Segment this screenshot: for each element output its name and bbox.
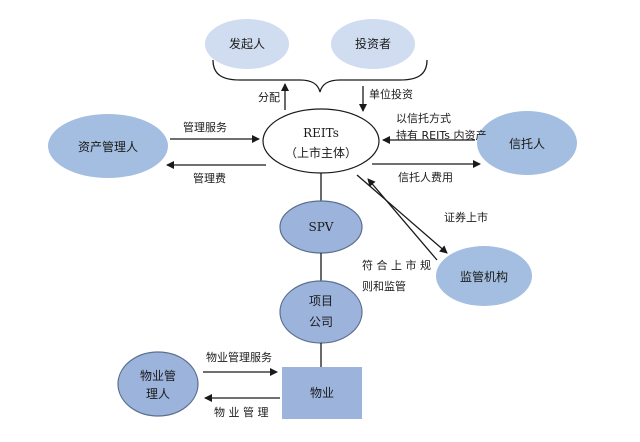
trustee-fee-label: 信托人费用 — [398, 170, 453, 184]
asset-manager-label: 资产管理人 — [78, 139, 138, 154]
regulator-node — [436, 246, 532, 306]
project-company-node — [279, 280, 363, 344]
top-brace — [212, 59, 428, 93]
listing-arrow — [356, 174, 448, 254]
project-company-label-line2: 公司 — [309, 315, 333, 329]
property-node — [282, 367, 362, 419]
trust-method-label: 以信托方式 — [396, 111, 451, 125]
compliance-arrow — [367, 178, 438, 261]
reits-label-line1: REITs — [303, 126, 339, 140]
reits-node — [262, 108, 380, 174]
property-service-label: 物业管理服务 — [206, 350, 272, 364]
management-fee-label: 管理费 — [193, 171, 226, 185]
property-manager-node — [117, 351, 199, 417]
unit-investment-label: 单位投资 — [369, 87, 413, 101]
property-management-label: 物 业 管 理 — [214, 405, 269, 419]
compliance-label-line2: 则和监管 — [362, 279, 406, 293]
trust-holding-label: 持有 REITs 内资产 — [396, 128, 486, 142]
reits-label-line2: （上市主体） — [285, 145, 357, 160]
asset-manager-node — [48, 114, 168, 178]
management-service-label: 管理服务 — [183, 120, 227, 134]
compliance-label-line1: 符 合 上 市 规 — [362, 258, 431, 272]
investor-node — [331, 19, 415, 69]
trustee-node — [477, 111, 577, 175]
project-company-label-line1: 项目 — [309, 294, 333, 308]
investor-label: 投资者 — [355, 36, 391, 51]
sponsor-node — [205, 19, 289, 69]
spv-label: SPV — [309, 220, 334, 234]
sponsor-label: 发起人 — [229, 36, 265, 51]
listing-label: 证券上市 — [444, 210, 488, 224]
property-label: 物业 — [310, 386, 334, 400]
property-manager-label-line2: 理人 — [146, 387, 170, 401]
regulator-label: 监管机构 — [460, 269, 508, 284]
distribution-label: 分配 — [258, 91, 280, 104]
property-manager-label-line1: 物业管 — [140, 368, 176, 383]
trustee-label: 信托人 — [509, 137, 545, 151]
